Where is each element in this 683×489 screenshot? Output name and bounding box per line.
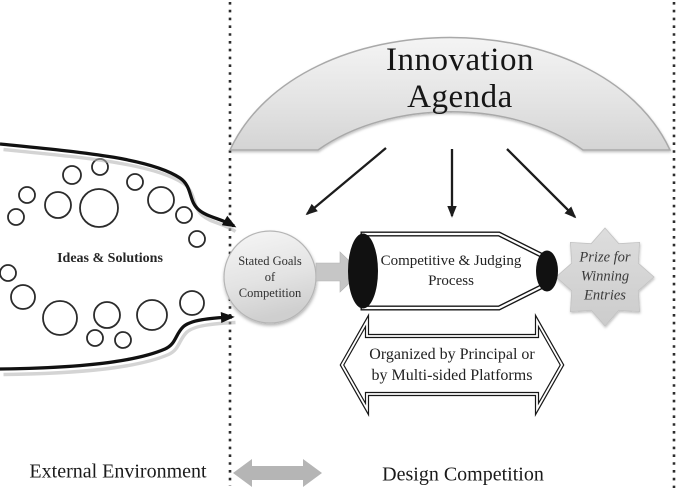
organizer-double-arrow — [339, 313, 565, 417]
cylinder-left-cap — [348, 233, 378, 309]
idea-bubble — [136, 299, 168, 331]
funnel-flow-arrows — [0, 142, 237, 377]
idea-bubble — [147, 186, 175, 214]
idea-bubble — [0, 264, 17, 282]
idea-bubble — [42, 300, 78, 336]
idea-bubble — [179, 290, 205, 316]
process-cylinder — [348, 231, 558, 311]
region-exchange-arrow — [233, 459, 322, 487]
organizer-arrow-inner — [340, 317, 564, 413]
idea-bubble — [86, 329, 104, 347]
funnel-top-curve-shadow — [3, 147, 237, 233]
agenda-arrow-right — [506, 148, 577, 219]
idea-bubble — [114, 331, 132, 349]
innovation-agenda-arch — [228, 36, 672, 151]
agenda-arrows — [305, 147, 577, 219]
idea-bubble — [126, 173, 144, 191]
cylinder-right-cap — [536, 250, 558, 292]
organizer-arrow-outer — [339, 313, 565, 417]
idea-bubble — [188, 230, 206, 248]
idea-bubble — [175, 206, 193, 224]
idea-bubble — [62, 165, 82, 185]
idea-bubble — [7, 208, 25, 226]
idea-bubble — [18, 186, 36, 204]
funnel-bottom-curve-shadow — [3, 320, 236, 377]
idea-bubble — [44, 191, 72, 219]
idea-bubble — [93, 301, 121, 329]
stated-goals-circle — [223, 230, 317, 324]
idea-bubble — [10, 284, 36, 310]
funnel-top-curve — [0, 142, 237, 228]
agenda-arrow-left — [305, 147, 387, 216]
arch-shape — [228, 36, 672, 151]
funnel-bottom-curve — [0, 312, 235, 371]
prize-star — [555, 227, 655, 327]
idea-bubbles — [0, 158, 206, 349]
idea-bubble — [79, 188, 119, 228]
